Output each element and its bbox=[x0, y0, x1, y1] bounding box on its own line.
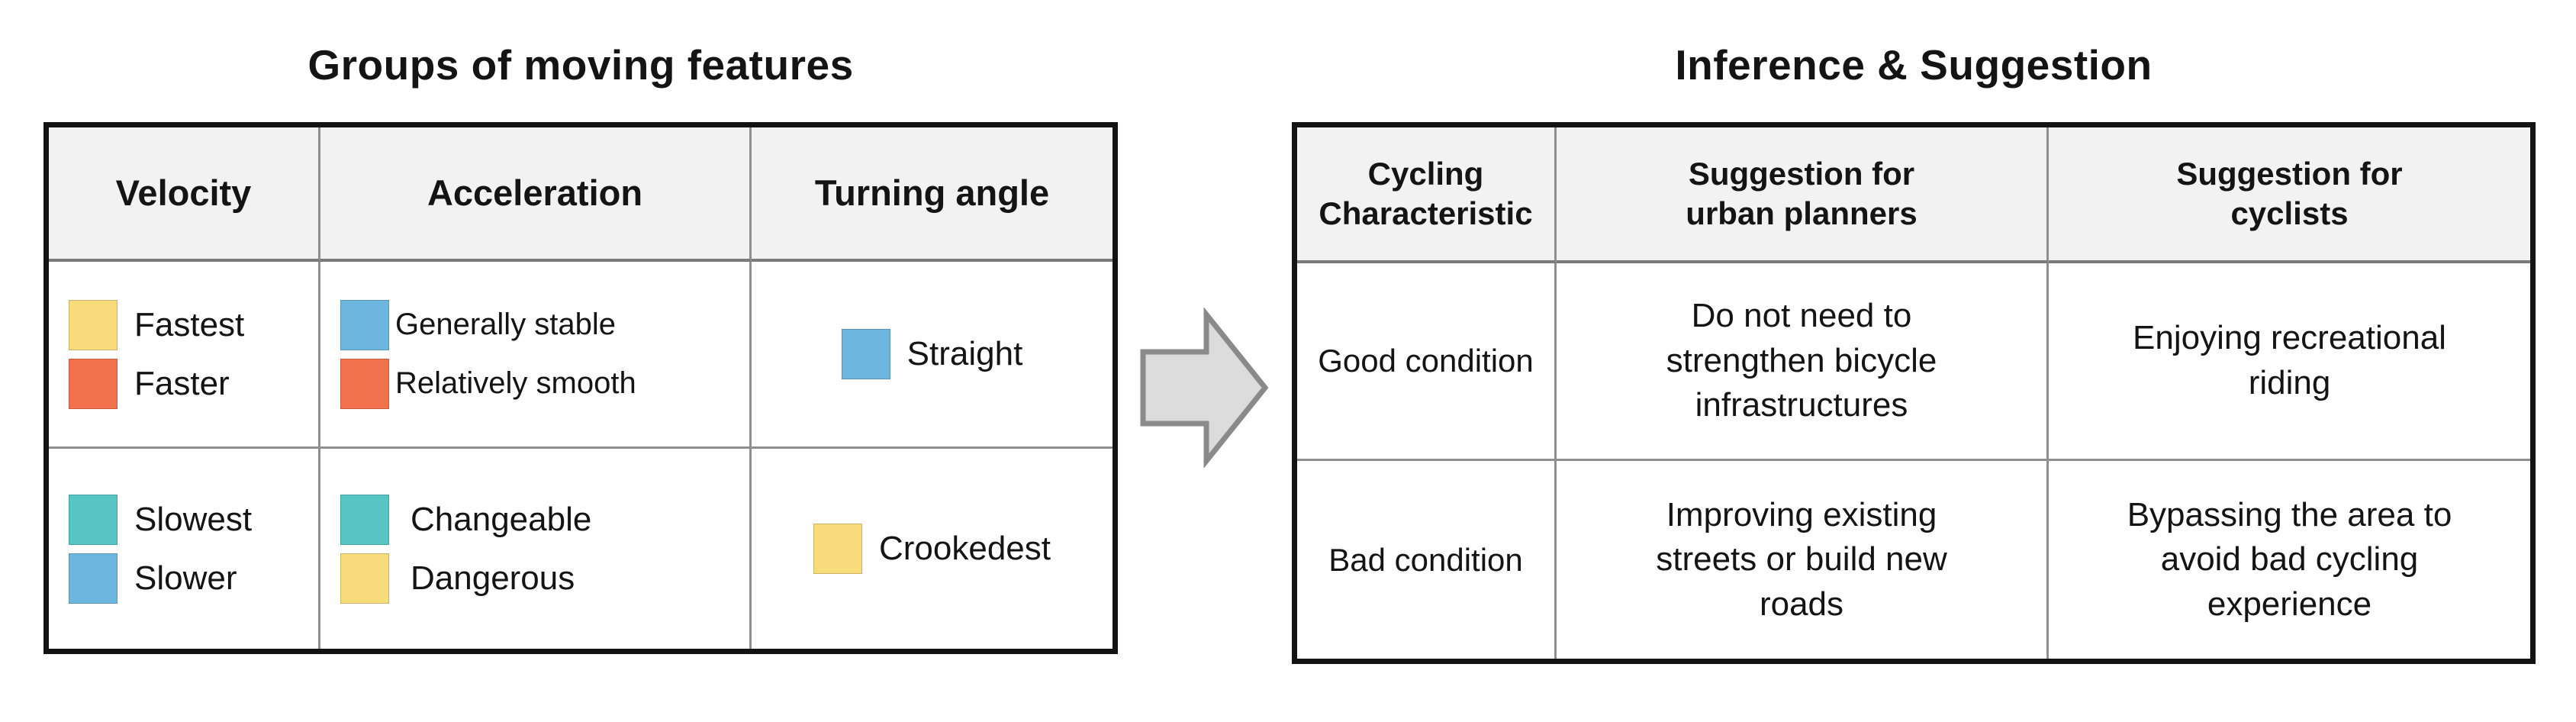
cell-text: Bad condition bbox=[1328, 541, 1523, 578]
header-suggestion-planners-label: Suggestion for urban planners bbox=[1686, 155, 1918, 232]
color-swatch bbox=[340, 358, 389, 409]
header-suggestion-cyclists: Suggestion for cyclists bbox=[2049, 127, 2530, 263]
legend-item: Slower bbox=[69, 553, 237, 604]
legend-item: Relatively smooth bbox=[340, 358, 636, 409]
legend-label: Generally stable bbox=[395, 308, 617, 341]
header-velocity-label: Velocity bbox=[115, 172, 252, 213]
header-cycling-characteristic: Cycling Characteristic bbox=[1297, 127, 1557, 263]
legend-item: Fastest bbox=[69, 299, 245, 350]
cell-text: Good condition bbox=[1318, 343, 1534, 379]
color-swatch bbox=[841, 329, 890, 379]
cell-text: Enjoying recreational riding bbox=[2133, 319, 2446, 401]
right-panel-title: Inference & Suggestion bbox=[1675, 41, 2153, 89]
header-cycling-characteristic-label: Cycling Characteristic bbox=[1319, 155, 1533, 232]
color-swatch bbox=[69, 299, 118, 350]
legend-item: Faster bbox=[69, 358, 230, 409]
color-swatch bbox=[340, 494, 389, 545]
acceleration-stable-cell: Generally stable Relatively smooth bbox=[320, 262, 752, 449]
cell-text: Do not need to strengthen bicycle infras… bbox=[1666, 297, 1937, 424]
color-swatch bbox=[813, 524, 862, 574]
legend-label: Slowest bbox=[134, 500, 253, 538]
acceleration-changeable-cell: Changeable Dangerous bbox=[320, 449, 752, 649]
moving-features-table: Velocity Acceleration Turning angle Fast… bbox=[43, 122, 1118, 654]
legend-label: Dangerous bbox=[411, 559, 575, 597]
planners-good-cell: Do not need to strengthen bicycle infras… bbox=[1557, 263, 2049, 461]
header-acceleration-label: Acceleration bbox=[427, 172, 643, 213]
legend-label: Straight bbox=[906, 335, 1023, 372]
right-arrow-icon bbox=[1140, 308, 1269, 468]
velocity-slow-cell: Slowest Slower bbox=[49, 449, 320, 649]
header-acceleration: Acceleration bbox=[320, 127, 752, 262]
legend-label: Slower bbox=[134, 559, 237, 597]
left-panel-title: Groups of moving features bbox=[308, 41, 854, 89]
legend-item: Generally stable bbox=[340, 299, 617, 350]
cell-text: Bypassing the area to avoid bad cycling … bbox=[2127, 495, 2452, 623]
planners-bad-cell: Improving existing streets or build new … bbox=[1557, 461, 2049, 659]
legend-item: Crookedest bbox=[813, 524, 1051, 574]
legend-label: Crookedest bbox=[878, 530, 1051, 567]
legend-item: Changeable bbox=[340, 494, 592, 545]
color-swatch bbox=[340, 553, 389, 604]
color-swatch bbox=[69, 358, 118, 409]
legend-item: Dangerous bbox=[340, 553, 575, 604]
color-swatch bbox=[69, 494, 118, 545]
color-swatch bbox=[340, 299, 389, 350]
good-condition-cell: Good condition bbox=[1297, 263, 1557, 461]
velocity-fast-cell: Fastest Faster bbox=[49, 262, 320, 449]
color-swatch bbox=[69, 553, 118, 604]
turning-crookedest-cell: Crookedest bbox=[752, 449, 1113, 649]
bad-condition-cell: Bad condition bbox=[1297, 461, 1557, 659]
cell-text: Improving existing streets or build new … bbox=[1656, 495, 1947, 623]
header-turning-angle: Turning angle bbox=[752, 127, 1113, 262]
header-suggestion-cyclists-label: Suggestion for cyclists bbox=[2176, 155, 2403, 232]
legend-item: Slowest bbox=[69, 494, 253, 545]
right-arrow-shape bbox=[1140, 308, 1269, 468]
inference-suggestion-table: Cycling Characteristic Suggestion for ur… bbox=[1292, 122, 2536, 664]
header-turning-angle-label: Turning angle bbox=[814, 172, 1050, 213]
header-velocity: Velocity bbox=[49, 127, 320, 262]
header-suggestion-planners: Suggestion for urban planners bbox=[1557, 127, 2049, 263]
turning-straight-cell: Straight bbox=[752, 262, 1113, 449]
cyclists-bad-cell: Bypassing the area to avoid bad cycling … bbox=[2049, 461, 2530, 659]
cyclists-good-cell: Enjoying recreational riding bbox=[2049, 263, 2530, 461]
legend-label: Changeable bbox=[411, 500, 592, 538]
legend-label: Faster bbox=[134, 364, 230, 402]
legend-item: Straight bbox=[841, 329, 1023, 379]
legend-label: Relatively smooth bbox=[395, 366, 636, 400]
legend-label: Fastest bbox=[134, 305, 245, 343]
